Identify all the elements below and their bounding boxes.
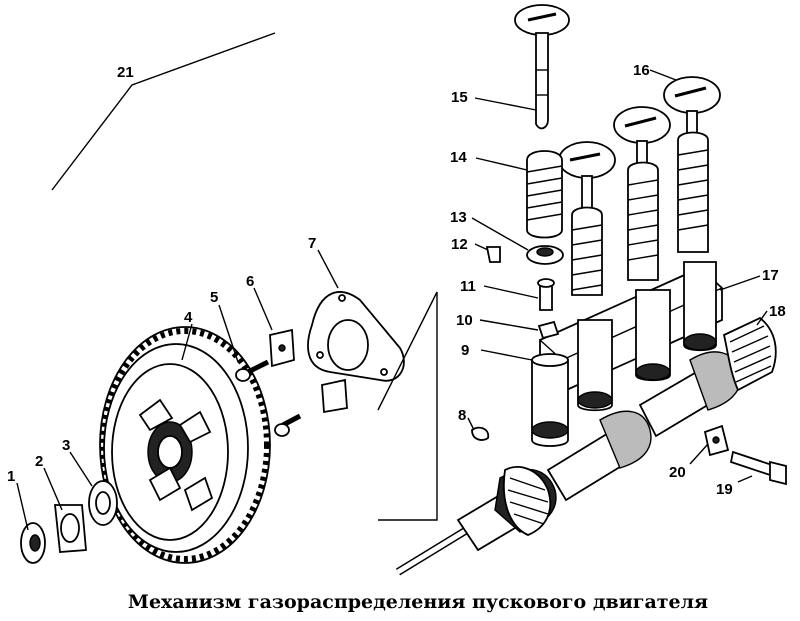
second-clamp	[321, 378, 348, 414]
callout-8: 8	[458, 407, 466, 424]
callout-12: 12	[451, 236, 468, 253]
callout-17: 17	[762, 267, 779, 284]
callout-7: 7	[308, 235, 316, 252]
part-19-bolt	[729, 450, 787, 486]
callout-9: 9	[461, 342, 469, 359]
callout-15: 15	[451, 89, 468, 106]
part-8-key	[471, 426, 490, 441]
callout-20: 20	[669, 464, 686, 481]
part-14-spring	[526, 150, 563, 239]
second-bolt-head	[274, 423, 290, 437]
part-15-valve	[514, 4, 570, 130]
part-10-nut	[537, 320, 560, 340]
part-13-spring-plate	[526, 245, 564, 265]
callout-21: 21	[117, 64, 134, 81]
second-bolt	[281, 413, 302, 428]
part-7-leader	[377, 291, 438, 521]
part-2-lock-washer	[53, 504, 87, 553]
callout-6: 6	[246, 273, 254, 290]
callout-2: 2	[35, 453, 43, 470]
part-12-lock	[485, 246, 501, 263]
part-9-tappet	[531, 353, 569, 447]
part-4-timing-gear	[99, 326, 271, 564]
part-7-plate	[307, 291, 405, 382]
callout-19: 19	[716, 481, 733, 498]
part-3-washer	[88, 480, 118, 526]
callout-5: 5	[210, 289, 218, 306]
diagram-caption: Механизм газораспределения пускового дви…	[128, 591, 708, 613]
callout-11: 11	[460, 278, 476, 295]
part-11-adjusting-bolt	[537, 278, 555, 311]
part-18-gear-end	[722, 316, 777, 392]
part-1-nut	[20, 522, 46, 564]
part-21-rod	[51, 32, 276, 191]
callout-4: 4	[184, 309, 193, 326]
callout-18: 18	[769, 303, 786, 320]
part-20-washer	[703, 424, 730, 457]
callout-13: 13	[450, 209, 467, 226]
callout-16: 16	[633, 62, 650, 79]
callout-labels: 1 2 3 4 5 6 7 8 9 10 11 12 13 14 15 16 1…	[7, 62, 786, 498]
callout-10: 10	[456, 312, 473, 329]
callout-14: 14	[450, 149, 467, 166]
camshaft	[395, 316, 777, 576]
callout-1: 1	[7, 468, 15, 485]
leader-lines	[16, 69, 768, 531]
part-5-bolt	[235, 359, 270, 382]
callout-3: 3	[62, 437, 70, 454]
part-6-clamp	[269, 328, 295, 368]
part-16-valve	[663, 76, 721, 253]
valve-assemblies	[558, 76, 721, 296]
part-17-tappet-block	[531, 261, 723, 447]
